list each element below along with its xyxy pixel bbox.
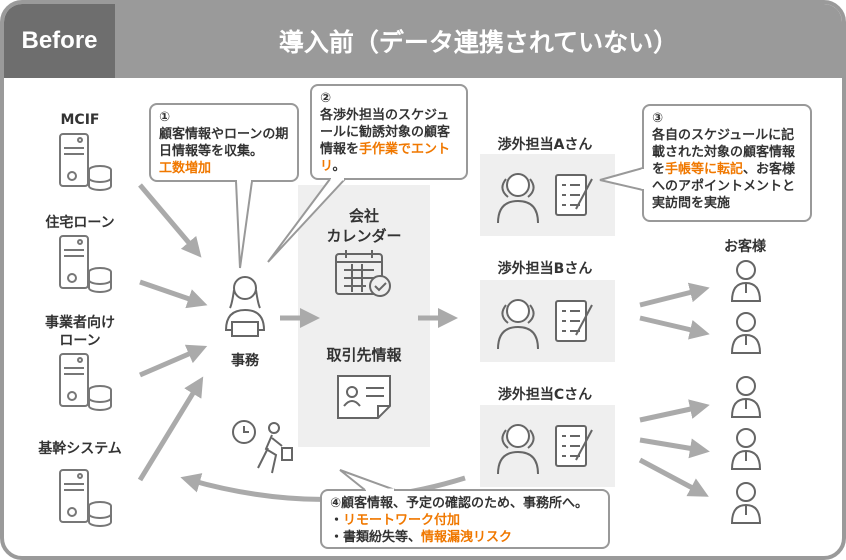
customer-icon (730, 260, 762, 302)
customer-icon (730, 482, 762, 524)
client-info-title: 取引先情報 (326, 346, 402, 364)
worried-rep-icon (497, 424, 593, 475)
rep-label-b: 渉外担当Bさん (497, 261, 593, 277)
callout-text: 各自のスケジュールに記載された対象の顧客情報を (652, 128, 796, 177)
rep-label-c: 渉外担当Cさん (497, 387, 593, 403)
callout-text: ・書類紛失等、 (330, 530, 422, 545)
callout-number: ② (320, 91, 332, 106)
system-label-housing-loan: 住宅ローン (45, 215, 115, 231)
calendar-icon (335, 250, 391, 297)
callout-text: ④顧客情報、予定の確認のため、事務所へ。 (330, 496, 589, 511)
callout-3: ③ 各自のスケジュールに記載された対象の顧客情報を手帳等に転記、お客様へのアポイ… (642, 104, 812, 222)
customer-icon (730, 312, 762, 354)
system-label-core: 基幹システム (38, 441, 122, 457)
callout-highlight: リモートワーク付加 (343, 513, 461, 528)
rep-panel-b (480, 280, 615, 362)
callout-number: ① (159, 110, 171, 125)
callout-text: 顧客情報やローンの期日情報等を収集。 (159, 127, 289, 159)
bullet: ・ (330, 513, 344, 528)
clerk-person-icon (224, 276, 266, 337)
customer-icon (730, 376, 762, 418)
rep-panel-c (480, 405, 615, 487)
rep-label-a: 渉外担当Aさん (497, 137, 593, 153)
server-icon (59, 469, 112, 527)
clock-runner-icon (232, 420, 293, 474)
rep-panel-a (480, 154, 615, 236)
callout-highlight: 手帳等に転記 (665, 162, 744, 177)
clerk-label: 事務 (231, 353, 259, 369)
before-badge: Before (4, 4, 115, 78)
customers-label: お客様 (724, 239, 766, 255)
client-card-icon (337, 375, 391, 419)
server-icon (59, 353, 112, 411)
callout-2: ② 各渉外担当のスケジュールに勧誘対象の顧客情報を手作業でエントリ。 (310, 84, 468, 180)
system-label-mcif: MCIF (60, 112, 100, 128)
calendar-title: 会社 カレンダー (326, 207, 402, 245)
callout-number: ③ (652, 111, 664, 126)
callout-highlight: 工数増加 (159, 161, 212, 176)
callout-text: 各渉外担当のスケジュールに勧誘対象の顧客情報を (320, 108, 451, 157)
worried-rep-icon (497, 173, 593, 224)
callout-highlight: 情報漏洩リスク (421, 530, 513, 545)
callout-text-tail: 。 (332, 159, 346, 174)
worried-rep-icon (497, 299, 593, 350)
callout-text-2: 、お客様へのアポイントメントと実訪問を実施 (652, 162, 796, 211)
customer-icon (730, 428, 762, 470)
system-label-business-loan: 事業者向け ローン (45, 315, 115, 349)
callout-1: ① 顧客情報やローンの期日情報等を収集。 工数増加 (149, 103, 299, 182)
callout-highlight: 手作業でエントリ (320, 142, 451, 174)
server-icon (59, 133, 112, 191)
server-icon (59, 235, 112, 293)
callout-4: ④顧客情報、予定の確認のため、事務所へ。 ・リモートワーク付加 ・書類紛失等、情… (320, 489, 610, 549)
page-title: 導入前（データ連携されていない） (115, 4, 842, 78)
